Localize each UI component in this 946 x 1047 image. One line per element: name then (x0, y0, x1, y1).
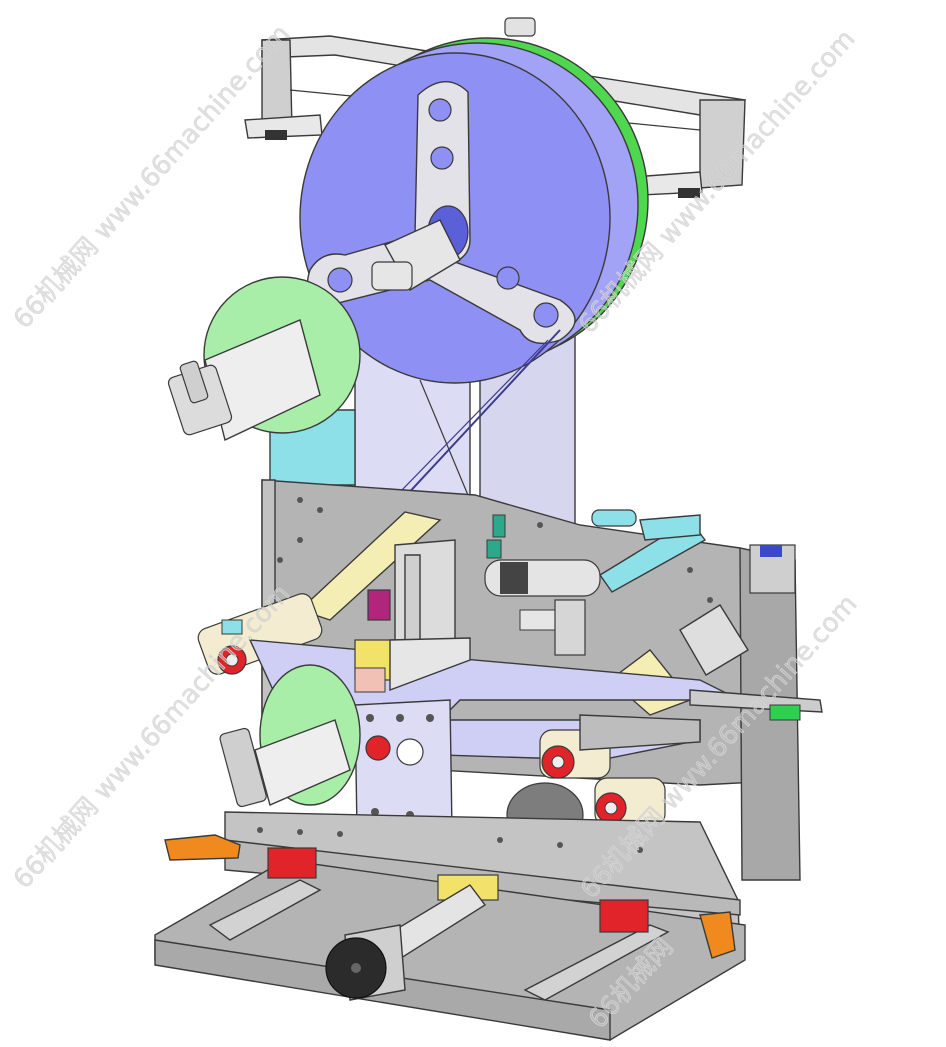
linear-rail-right (523, 924, 670, 1001)
pneumatic-cylinder (484, 559, 601, 656)
peel-plate (679, 604, 823, 721)
clamp-lever-right (699, 911, 736, 959)
label-stock-upper (298, 511, 442, 621)
slide-base (154, 847, 746, 1041)
cyan-arm (591, 509, 707, 593)
rail-block-left (267, 847, 317, 879)
backing-rewind-reel-lower (219, 664, 361, 808)
label-reel (299, 17, 649, 384)
reel-top-knob (504, 17, 536, 37)
air-fittings (486, 514, 506, 559)
linear-rail-left (208, 879, 322, 941)
vertical-guide-assembly (354, 539, 471, 693)
sensor-block (749, 544, 796, 594)
backing-rewind-reel-upper (167, 276, 361, 441)
magenta-sensor (367, 589, 391, 621)
roller-block (354, 699, 453, 831)
reel-shaft (371, 205, 469, 291)
rail-block-right (599, 899, 649, 933)
clamp-lever-left (164, 834, 241, 861)
